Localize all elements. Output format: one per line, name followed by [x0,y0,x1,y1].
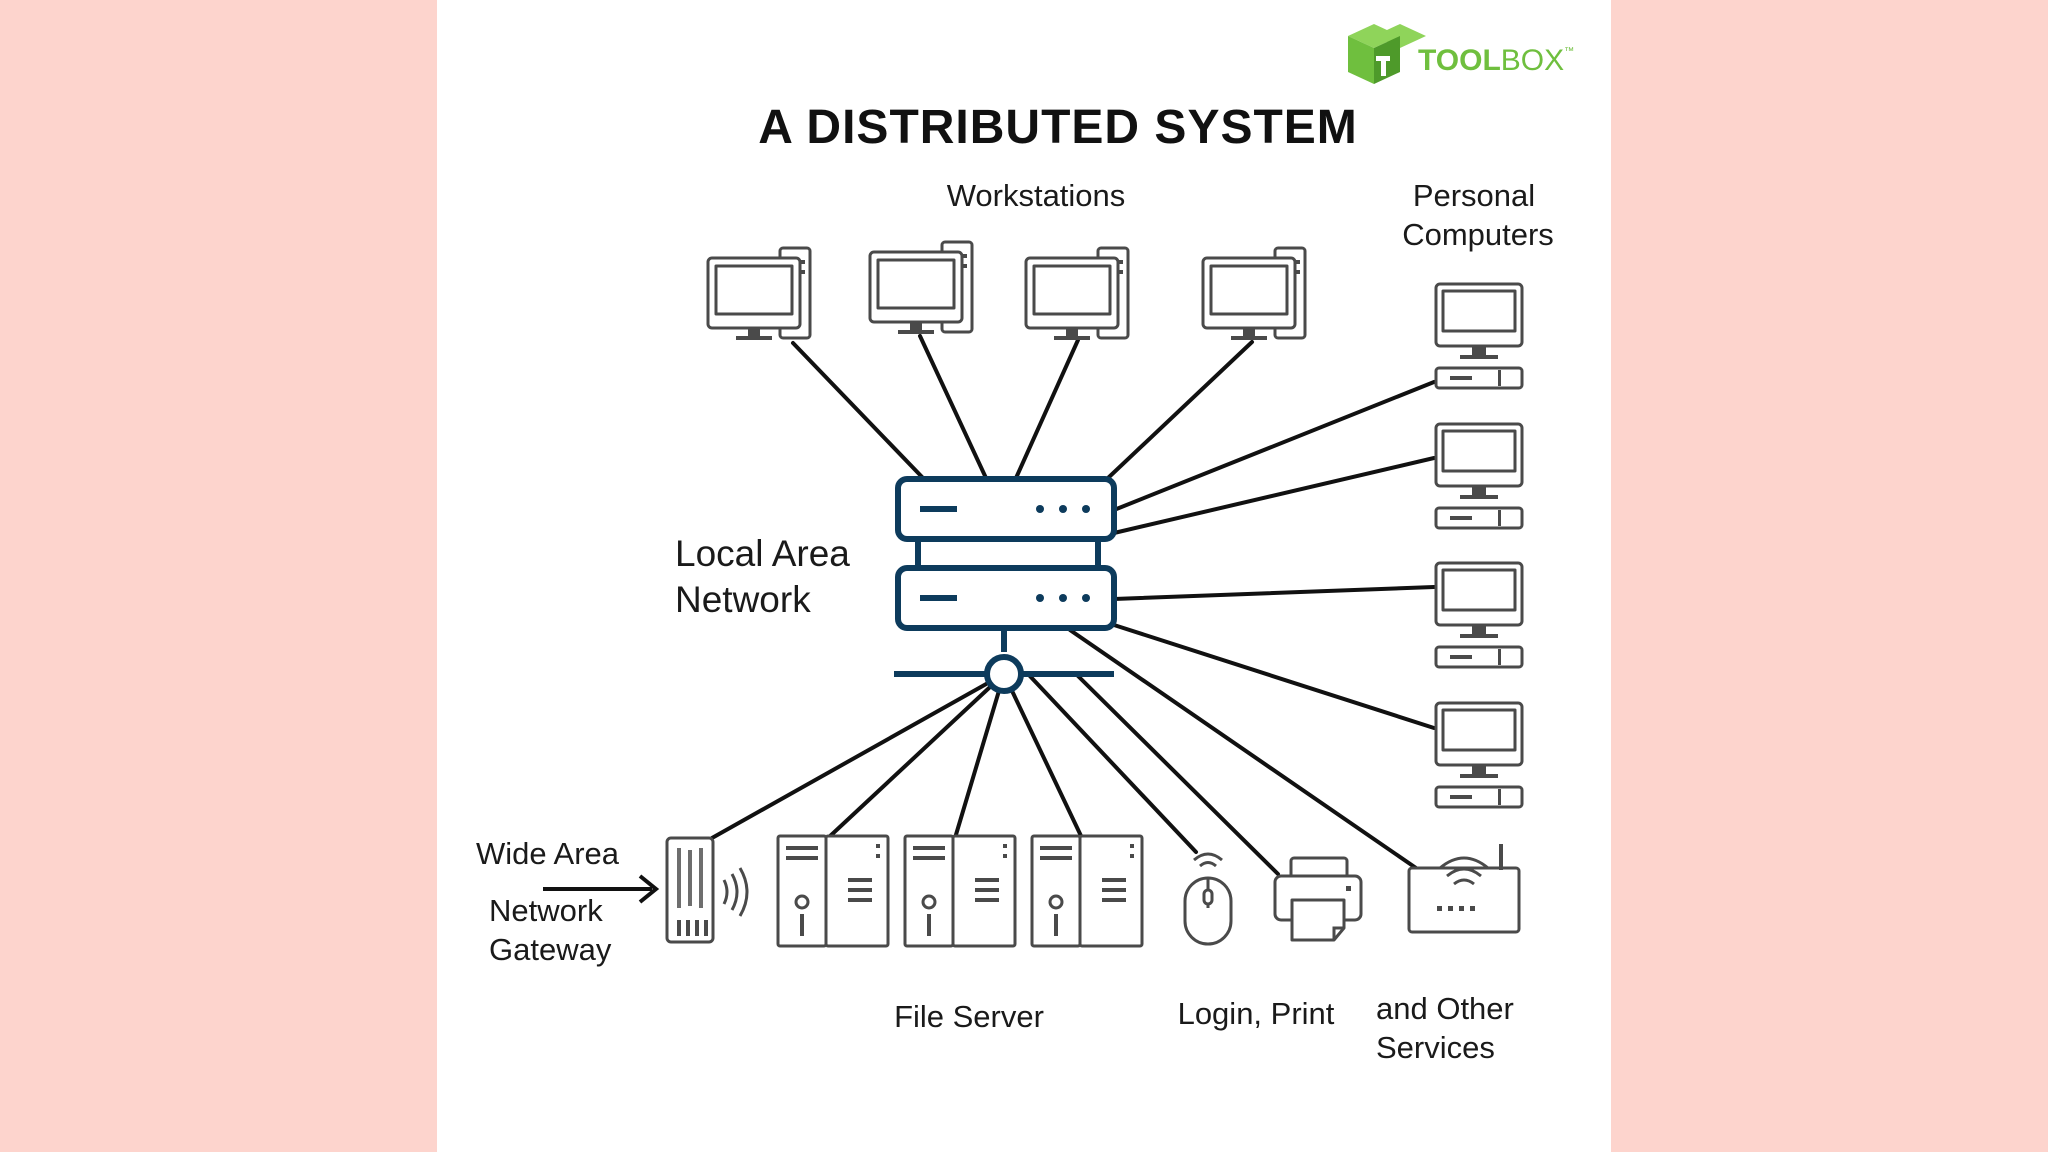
link-pc-3 [1112,585,1436,601]
wireless-signal-icon [722,867,749,917]
arrow-right-icon [543,874,660,904]
desktop-pc-icon [1434,561,1524,669]
wan-label-line2: Network [489,893,603,928]
brand-trademark: ™ [1564,46,1574,57]
link-file-server-2 [953,672,1006,840]
link-workstation-2 [918,334,988,480]
link-workstation-1 [791,341,925,480]
link-workstation-4 [1106,340,1254,480]
link-file-server-3 [1002,672,1084,840]
workstation-icon [706,246,812,342]
printer-icon [1273,856,1363,942]
desktop-pc-icon [1434,701,1524,809]
workstation-icon [1201,246,1307,342]
link-other-services [1068,628,1418,870]
desktop-pc-icon [1434,282,1524,390]
link-file-server-1 [826,672,1006,840]
workstations-group [706,240,1307,342]
workstation-icon [868,240,974,336]
wan-gateway-group [543,836,749,944]
link-gateway [710,672,1006,840]
link-pc-4 [1112,623,1436,730]
file-server-icon [776,834,890,948]
toolbox-logo: TOOLBOX™ [1348,24,1574,84]
wan-label-line1: Wide Area [476,836,620,871]
link-pc-2 [1112,456,1436,535]
cube-logo-icon [1348,24,1426,84]
desktop-pc-icon [1434,422,1524,530]
brand-name-bold: TOOL [1418,44,1501,77]
diagram-title: A DISTRIBUTED SYSTEM [758,101,1358,154]
file-server-icon [1030,834,1144,948]
personal-computers-label-line1: Personal [1413,178,1535,213]
login-print-label: Login, Print [1178,996,1335,1031]
network-links [710,334,1436,876]
file-server-icon [903,834,1017,948]
link-login [1026,672,1198,854]
link-pc-1 [1112,380,1436,512]
personal-computers-label-line2: Computers [1402,217,1554,252]
wireless-mouse-icon [1183,852,1233,946]
gateway-router-icon [665,836,715,944]
other-services-label-line2: Services [1376,1030,1495,1065]
link-workstation-3 [1014,338,1080,480]
lan-server-stack-icon [894,476,1117,694]
brand-name-light: BOX [1501,44,1564,77]
wan-label-line3: Gateway [489,932,612,967]
link-printer [1074,672,1280,876]
svg-text:TOOLBOX™: TOOLBOX™ [1418,44,1574,77]
lan-label-line1: Local Area [675,533,850,574]
workstations-label: Workstations [947,178,1126,213]
file-server-label: File Server [894,999,1044,1034]
wifi-router-icon [1407,844,1521,934]
lan-label-line2: Network [675,579,811,620]
personal-computers-group [1434,282,1524,809]
file-servers-group [776,834,1144,948]
other-services-label-line1: and Other [1376,991,1514,1026]
workstation-icon [1024,246,1130,342]
